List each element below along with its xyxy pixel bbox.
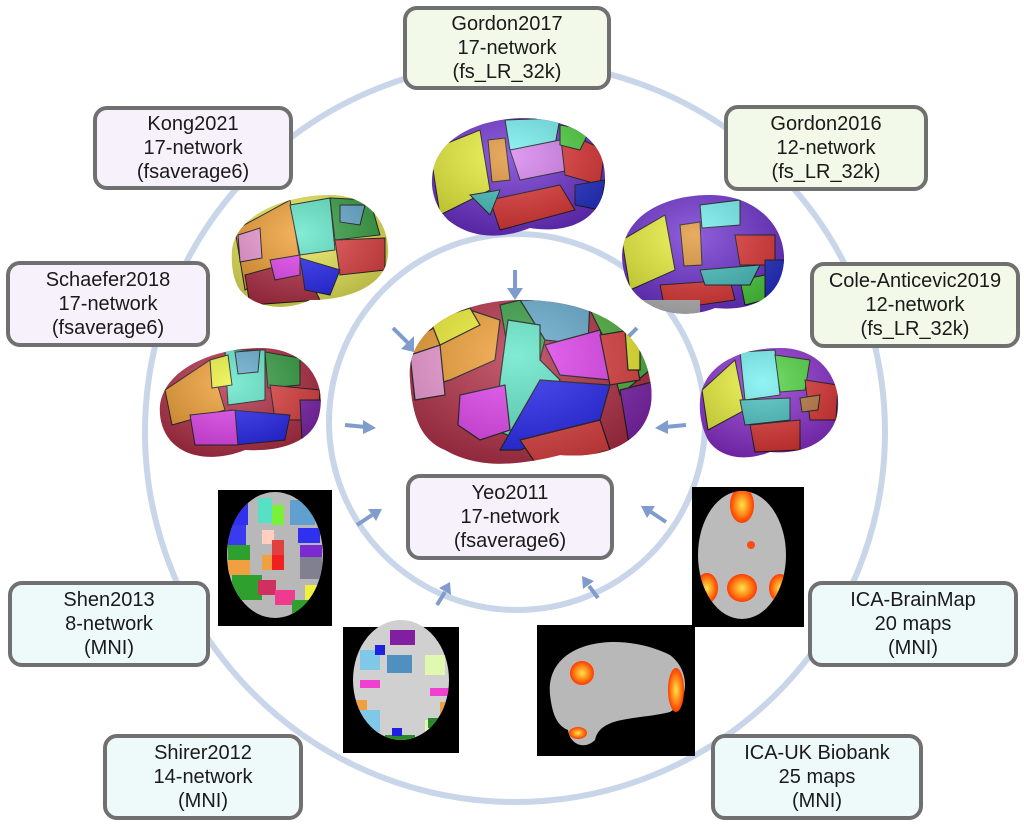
brain-surface-gordon2017	[431, 118, 605, 236]
atlas-networks: 17-network	[143, 137, 243, 159]
atlas-space: (MNI)	[888, 637, 938, 659]
atlas-label-kong2021: Kong2021 17-network (fsaverage6)	[93, 106, 293, 190]
atlas-label-gordon2016: Gordon2016 12-network (fs_LR_32k)	[724, 105, 928, 191]
atlas-name: ICA-BrainMap	[850, 589, 976, 611]
atlas-label-ica-uk-biobank: ICA-UK Biobank 25 maps (MNI)	[711, 734, 923, 820]
brain-surface-gordon2016	[622, 195, 785, 314]
atlas-space: (MNI)	[84, 637, 134, 659]
arrows	[344, 270, 687, 607]
atlas-label-shen2013: Shen2013 8-network (MNI)	[8, 581, 210, 667]
atlas-label-ica-brainmap: ICA-BrainMap 20 maps (MNI)	[808, 581, 1018, 667]
brain-slice-shen2013	[218, 490, 332, 626]
brain-slice-ica-brainmap	[692, 487, 804, 627]
brain-surface-schaefer2018	[159, 348, 321, 457]
atlas-space: (fsaverage6)	[453, 530, 567, 552]
arrow-from-gordon2017	[507, 270, 523, 300]
arrow-from-ica-brainmap	[641, 506, 668, 524]
atlas-networks: 17-network	[58, 293, 158, 315]
atlas-space: (fs_LR_32k)	[452, 61, 562, 83]
atlas-space: (fs_LR_32k)	[771, 161, 881, 183]
atlas-space: (MNI)	[792, 790, 842, 812]
atlas-space: (MNI)	[178, 790, 228, 812]
atlas-networks: 8-network	[65, 613, 153, 635]
atlas-name: ICA-UK Biobank	[744, 742, 890, 764]
atlas-networks: 17-network	[457, 37, 557, 59]
arrow-from-ica-uk-biobank	[582, 576, 600, 600]
atlas-name: Cole-Anticevic2019	[828, 270, 1002, 292]
atlas-name: Gordon2017	[451, 13, 563, 35]
brain-surface-yeo2011	[409, 300, 652, 464]
atlas-networks: 14-network	[153, 766, 253, 788]
atlas-networks: 12-network	[865, 294, 965, 316]
atlas-label-gordon2017: Gordon2017 17-network (fs_LR_32k)	[403, 6, 611, 90]
atlas-space: (fsaverage6)	[51, 317, 165, 339]
atlas-name: Shirer2012	[154, 742, 252, 764]
atlas-networks: 20 maps	[874, 613, 952, 635]
arrow-from-shirer2012	[435, 582, 451, 607]
atlas-name: Gordon2016	[770, 113, 882, 135]
center-atlas-label-yeo2011: Yeo2011 17-network (fsaverage6)	[406, 474, 614, 560]
arrow-from-cole-anticevic2019	[655, 420, 687, 434]
atlas-networks: 25 maps	[778, 766, 856, 788]
atlas-name: Schaefer2018	[45, 269, 171, 291]
brain-surface-kong2021	[231, 195, 389, 307]
atlas-name: Shen2013	[63, 589, 155, 611]
atlas-space: (fsaverage6)	[136, 161, 250, 183]
atlas-label-cole-anticevic2019: Cole-Anticevic2019 12-network (fs_LR_32k…	[810, 262, 1020, 348]
arrow-from-shen2013	[355, 509, 382, 527]
atlas-name: Yeo2011	[471, 482, 549, 504]
atlas-name: Kong2021	[147, 113, 239, 135]
brain-slice-shirer2012	[343, 620, 459, 753]
arrow-from-schaefer2018	[344, 420, 376, 434]
brain-slice-ica-uk-biobank	[537, 625, 695, 756]
atlas-space: (fs_LR_32k)	[860, 318, 970, 340]
atlas-networks: 12-network	[776, 137, 876, 159]
atlas-networks: 17-network	[460, 506, 560, 528]
atlas-label-shirer2012: Shirer2012 14-network (MNI)	[103, 734, 303, 820]
brain-surface-cole-anticevic2019	[699, 348, 839, 458]
atlas-label-schaefer2018: Schaefer2018 17-network (fsaverage6)	[6, 261, 210, 347]
arrow-from-kong2021	[391, 326, 414, 352]
